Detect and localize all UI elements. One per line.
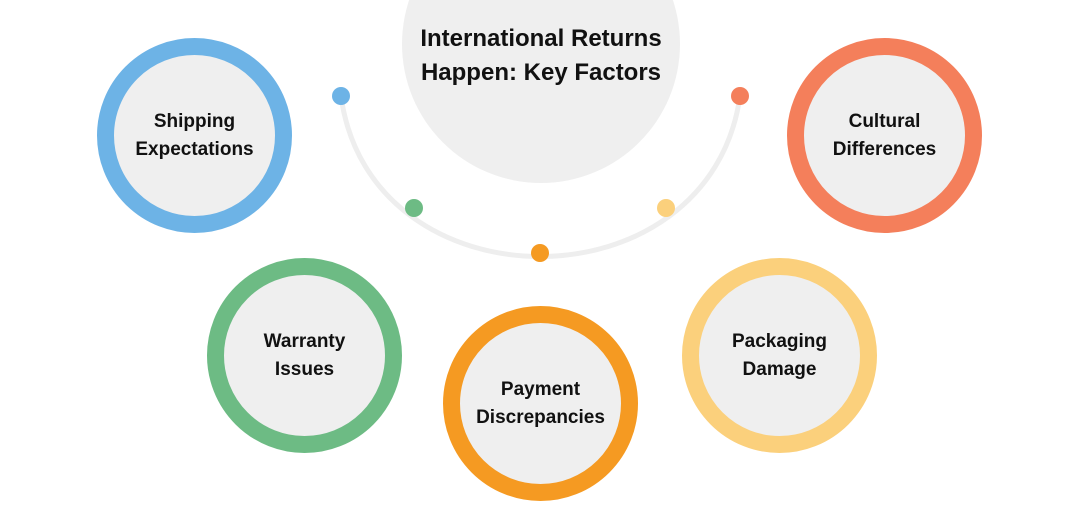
factor-cultural-differences: Cultural Differences — [787, 38, 982, 233]
connector-dot-warranty — [405, 199, 423, 217]
connector-dot-shipping — [332, 87, 350, 105]
factor-payment-discrepancies: Payment Discrepancies — [443, 306, 638, 501]
factor-label: Shipping Expectations — [135, 110, 254, 160]
connector-dot-cultural — [731, 87, 749, 105]
connector-dot-packaging — [657, 199, 675, 217]
diagram-title: International Returns Happen: Key Factor… — [420, 25, 662, 86]
factor-warranty-issues: Warranty Issues — [207, 258, 402, 453]
factor-shipping-expectations: Shipping Expectations — [97, 38, 292, 233]
factor-label: Packaging Damage — [731, 330, 828, 380]
connector-dot-payment — [531, 244, 549, 262]
factor-label: Cultural Differences — [832, 110, 937, 160]
factor-packaging-damage: Packaging Damage — [682, 258, 877, 453]
factor-label: Warranty Issues — [263, 330, 346, 380]
factor-label: Payment Discrepancies — [476, 378, 605, 428]
